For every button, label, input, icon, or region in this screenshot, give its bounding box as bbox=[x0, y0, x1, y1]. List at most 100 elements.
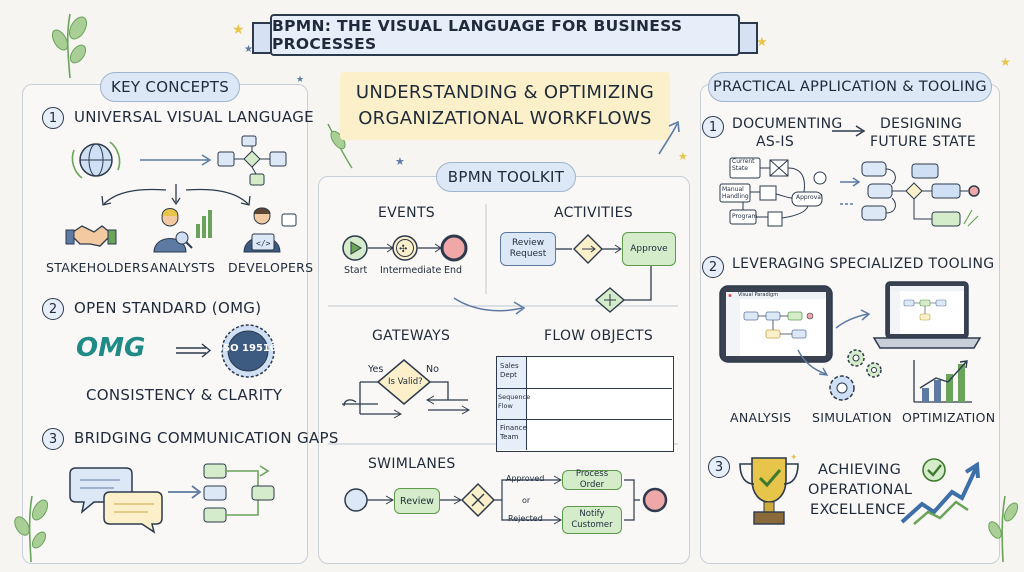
role-arrows bbox=[101, 184, 251, 206]
excellence-line-3: EXCELLENCE bbox=[810, 502, 906, 518]
svg-text:★: ★ bbox=[678, 150, 688, 163]
tool-app-title: Visual Paradigm bbox=[738, 292, 779, 298]
svg-text:★: ★ bbox=[756, 35, 768, 50]
event-end-label: End bbox=[444, 265, 463, 276]
role-analysts: ANALYSTS bbox=[150, 260, 216, 275]
svg-text:★: ★ bbox=[244, 44, 253, 55]
svg-text:★: ★ bbox=[232, 22, 245, 38]
trophy-icon: ✦ bbox=[739, 453, 799, 525]
key-concepts-title: KEY CONCEPTS bbox=[100, 72, 240, 102]
flow-arrow bbox=[453, 297, 526, 315]
growth-check-icon bbox=[900, 458, 980, 525]
concept-2-caption: CONSISTENCY & CLARITY bbox=[86, 386, 283, 404]
practical-1-number: 1 bbox=[702, 116, 724, 138]
designing-line-2: FUTURE STATE bbox=[870, 134, 976, 150]
connected-process-icon bbox=[168, 463, 275, 523]
excellence-line-1: ACHIEVING bbox=[818, 462, 902, 478]
subtitle-arrow bbox=[658, 120, 680, 155]
concept-3-number: 3 bbox=[42, 428, 64, 450]
leaf-decoration-bottom-right bbox=[988, 495, 1019, 563]
documenting-line-1: DOCUMENTING bbox=[732, 116, 843, 132]
sketch-note-manual-handling: Manual Handling bbox=[722, 186, 749, 200]
svg-text:</>: </> bbox=[256, 239, 271, 248]
concept-3-title: BRIDGING COMMUNICATION GAPS bbox=[74, 429, 339, 447]
tooling-title: LEVERAGING SPECIALIZED TOOLING bbox=[732, 256, 995, 272]
swimlanes-title: SWIMLANES bbox=[368, 456, 456, 472]
swimlane-or-label: or bbox=[522, 496, 531, 505]
flow-objects-title: FLOW OBJECTS bbox=[544, 328, 654, 344]
sketch-note-program: Program bbox=[732, 213, 758, 220]
documenting-line-2: AS-IS bbox=[756, 134, 795, 150]
lane-finance-team: Finance Team bbox=[500, 424, 527, 441]
concept-1-number: 1 bbox=[42, 107, 64, 129]
pool-label-column bbox=[497, 357, 527, 450]
as-is-sketch bbox=[719, 157, 827, 227]
swimlane-pool bbox=[496, 356, 674, 452]
chat-bubbles-icon bbox=[69, 467, 163, 534]
toolkit-title: BPMN TOOLKIT bbox=[436, 162, 576, 192]
subtitle-line-2: ORGANIZATIONAL WORKFLOWS bbox=[358, 108, 652, 129]
events-title: EVENTS bbox=[378, 205, 435, 221]
stage-optimization: OPTIMIZATION bbox=[902, 410, 996, 425]
events-diagram: ✣ bbox=[342, 234, 468, 262]
event-intermediate-label: Intermediate bbox=[380, 265, 442, 276]
designing-line-1: DESIGNING bbox=[880, 116, 963, 132]
lane-divider-2 bbox=[497, 419, 672, 420]
subtitle-line-1: UNDERSTANDING & OPTIMIZING bbox=[355, 82, 655, 103]
developer-icon: </> bbox=[243, 207, 297, 253]
concept-2-title: OPEN STANDARD (OMG) bbox=[74, 299, 262, 317]
sketch-note-approval: Approval bbox=[796, 194, 823, 201]
swimlanes-diagram bbox=[344, 475, 668, 525]
iso-badge-icon bbox=[221, 324, 275, 378]
globe-icon bbox=[71, 141, 121, 179]
excellence-line-2: OPERATIONAL bbox=[808, 482, 913, 498]
activities-diagram bbox=[556, 234, 652, 313]
activity-review-request: Review Request bbox=[500, 232, 556, 266]
svg-text:★: ★ bbox=[1000, 55, 1011, 69]
swimlane-notify-customer: Notify Customer bbox=[562, 506, 622, 534]
arrow-to-iso bbox=[176, 343, 212, 358]
svg-text:★: ★ bbox=[296, 75, 304, 85]
sketch-note-current-state: Current State bbox=[732, 158, 755, 172]
lane-divider-1 bbox=[497, 388, 672, 389]
svg-text:★: ★ bbox=[395, 155, 405, 168]
practical-3-number: 3 bbox=[708, 456, 730, 478]
swimlane-rejected-label: Rejected bbox=[508, 514, 543, 523]
laptop-icon bbox=[872, 281, 982, 349]
gateway-question: Is Valid? bbox=[388, 377, 423, 387]
tablet-icon bbox=[719, 285, 833, 363]
swimlane-approved-label: Approved bbox=[506, 474, 545, 483]
role-stakeholders: STAKEHOLDERS bbox=[46, 260, 150, 275]
swimlane-review-task: Review bbox=[394, 488, 440, 514]
omg-logo: OMG bbox=[76, 333, 146, 363]
role-developers: DEVELOPERS bbox=[228, 260, 314, 275]
practical-2-number: 2 bbox=[702, 256, 724, 278]
stage-simulation: SIMULATION bbox=[812, 410, 892, 425]
gateways-title: GATEWAYS bbox=[372, 328, 451, 344]
svg-text:✣: ✣ bbox=[399, 244, 407, 255]
flowchart-icon bbox=[140, 135, 287, 186]
page-title: BPMN: THE VISUAL LANGUAGE FOR BUSINESS P… bbox=[270, 14, 740, 56]
stage-analysis: ANALYSIS bbox=[730, 410, 792, 425]
lane-sequence-flow: Sequence Flow bbox=[498, 393, 531, 410]
gateway-diagram bbox=[342, 359, 471, 419]
handshake-icon bbox=[65, 225, 117, 247]
future-state-diagram bbox=[840, 161, 980, 227]
concept-1-title: UNIVERSAL VISUAL LANGUAGE bbox=[74, 108, 314, 126]
lane-sales-dept: Sales Dept bbox=[500, 362, 519, 379]
leaf-decoration-top-left bbox=[51, 13, 88, 79]
event-start-label: Start bbox=[344, 265, 368, 276]
gateway-no-label: No bbox=[426, 364, 439, 375]
iso-badge-label: ISO 19510 bbox=[219, 343, 277, 354]
svg-text:✦: ✦ bbox=[790, 453, 798, 463]
optimization-chart-icon bbox=[913, 360, 972, 403]
practical-title: PRACTICAL APPLICATION & TOOLING bbox=[708, 72, 992, 102]
analyst-icon bbox=[153, 208, 212, 253]
tablet-to-laptop-arrow bbox=[835, 309, 871, 329]
swimlane-process-order: Process Order bbox=[562, 469, 622, 490]
activity-approve: Approve bbox=[622, 232, 676, 266]
activities-title: ACTIVITIES bbox=[554, 205, 633, 221]
gateway-yes-label: Yes bbox=[368, 364, 384, 375]
concept-2-number: 2 bbox=[42, 298, 64, 320]
leaf-decoration-bottom-left bbox=[14, 495, 49, 563]
